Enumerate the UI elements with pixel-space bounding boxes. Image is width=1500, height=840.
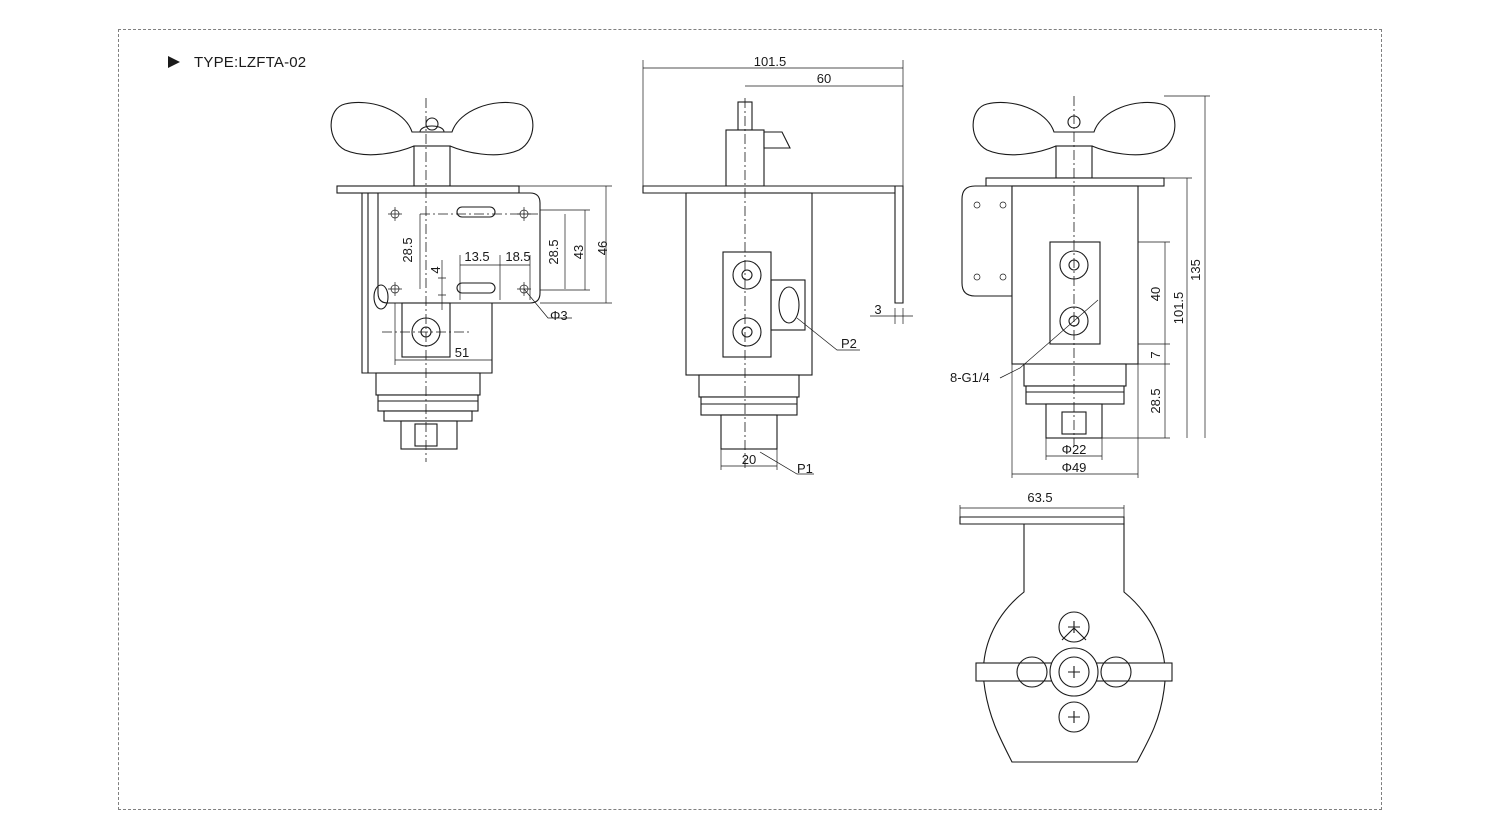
front-view <box>330 98 612 462</box>
dim-right-7: 7 <box>1148 351 1163 358</box>
sheet-border <box>118 29 1382 810</box>
dim-right-phi49: Φ49 <box>1062 460 1087 475</box>
dim-front-43: 43 <box>571 245 586 259</box>
dim-side-60: 60 <box>817 71 831 86</box>
dim-front-28-5-left: 28.5 <box>400 237 415 262</box>
dim-front-51: 51 <box>455 345 469 360</box>
dim-right-101-5: 101.5 <box>1171 292 1186 325</box>
dim-front-phi3: Φ3 <box>550 308 568 323</box>
dim-front-18-5: 18.5 <box>505 249 530 264</box>
dim-front-4: 4 <box>428 266 443 273</box>
label-p1: P1 <box>797 461 813 476</box>
label-p2: P2 <box>841 336 857 351</box>
dim-bottom-63-5: 63.5 <box>1027 490 1052 505</box>
right-view <box>961 95 1210 478</box>
dim-right-28-5: 28.5 <box>1148 388 1163 413</box>
dim-right-135: 135 <box>1188 259 1203 281</box>
dim-front-13-5: 13.5 <box>464 249 489 264</box>
type-label: TYPE:LZFTA-02 <box>194 53 307 71</box>
play-arrow-icon <box>168 56 180 68</box>
label-8-g1-4: 8-G1/4 <box>950 370 990 385</box>
dim-side-20: 20 <box>742 452 756 467</box>
dim-right-phi22: Φ22 <box>1062 442 1087 457</box>
dim-front-46: 46 <box>595 241 610 255</box>
dim-front-28-5-right: 28.5 <box>546 239 561 264</box>
dim-side-3: 3 <box>874 302 881 317</box>
dim-side-101-5: 101.5 <box>754 54 787 69</box>
side-view <box>642 60 913 475</box>
type-heading: TYPE:LZFTA-02 <box>168 52 306 72</box>
bottom-view <box>959 505 1173 763</box>
dim-right-40: 40 <box>1148 287 1163 301</box>
